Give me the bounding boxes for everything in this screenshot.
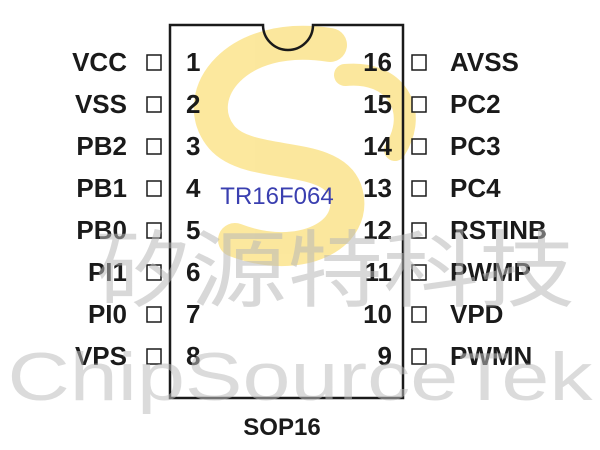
pin-number: 3 [186,131,200,161]
pin-row: PWMN 9 [378,341,533,371]
pin-lead [411,306,427,323]
pin-name: VPS [75,341,127,371]
pin-row: VPD 10 [363,299,503,329]
pin-number: 1 [186,47,200,77]
pin-row: PWMP 11 [365,257,531,287]
pin-lead [146,54,162,71]
pin-name: RSTINB [450,215,547,245]
pin-number: 11 [365,257,393,287]
pin-number: 7 [186,299,200,329]
watermark-cjk: 矽源特科技 [95,224,575,318]
package-label: SOP16 [243,414,320,441]
pin-row: PI0 7 [88,299,201,329]
pin-number: 6 [186,257,200,287]
pin-lead [411,222,427,239]
pin-lead [146,96,162,113]
watermark-latin: ChipSourceTek [8,339,594,415]
pin-name: VPD [450,299,503,329]
pin-lead [146,180,162,197]
pin-row: PI1 6 [88,257,201,287]
pin-name: PB1 [76,173,127,203]
pin-number: 4 [186,173,201,203]
pin-name: PC4 [450,173,501,203]
pin-number: 16 [363,47,392,77]
pin-name: AVSS [450,47,519,77]
pin-row: PB2 3 [76,131,200,161]
pin-lead [411,96,427,113]
pin-lead [146,306,162,323]
pin-row: PB1 4 [76,173,201,203]
pin-lead [411,54,427,71]
pin-name: VCC [72,47,127,77]
pin-row: RSTINB 12 [363,215,547,245]
pin-name: PWMN [450,341,532,371]
pin-name: PB0 [76,215,127,245]
pin-number: 15 [363,89,392,119]
pin-name: PI0 [88,299,127,329]
pin-number: 10 [363,299,392,329]
pin-row: PC2 15 [363,89,501,119]
chip-name: TR16F064 [220,183,333,210]
logo-watermark-icon [193,25,416,266]
pin-number: 2 [186,89,200,119]
pin-lead [411,264,427,281]
pin-lead [146,222,162,239]
pin-lead [411,180,427,197]
pin-row: AVSS 16 [363,47,519,77]
pin-name: PWMP [450,257,531,287]
pin-number: 8 [186,341,200,371]
pin-name: PI1 [88,257,127,287]
pin-name: PC2 [450,89,501,119]
pin-lead [411,138,427,155]
pin-lead [146,138,162,155]
pin-name: PC3 [450,131,501,161]
pin-lead [411,348,427,365]
pin-lead [146,264,162,281]
pin-number: 9 [378,341,392,371]
pin-row: PC4 13 [363,173,501,203]
pin-row: VSS 2 [75,89,201,119]
pin-row: VPS 8 [75,341,201,371]
pin-number: 12 [363,215,392,245]
pin-number: 5 [186,215,200,245]
pin-number: 14 [363,131,392,161]
pin-name: PB2 [76,131,127,161]
pin-row: PC3 14 [363,131,501,161]
pin-number: 13 [363,173,392,203]
pin-lead [146,348,162,365]
chip-body [168,23,405,400]
pin-row: VCC 1 [72,47,200,77]
pin-name: VSS [75,89,127,119]
pin-row: PB0 5 [76,215,200,245]
